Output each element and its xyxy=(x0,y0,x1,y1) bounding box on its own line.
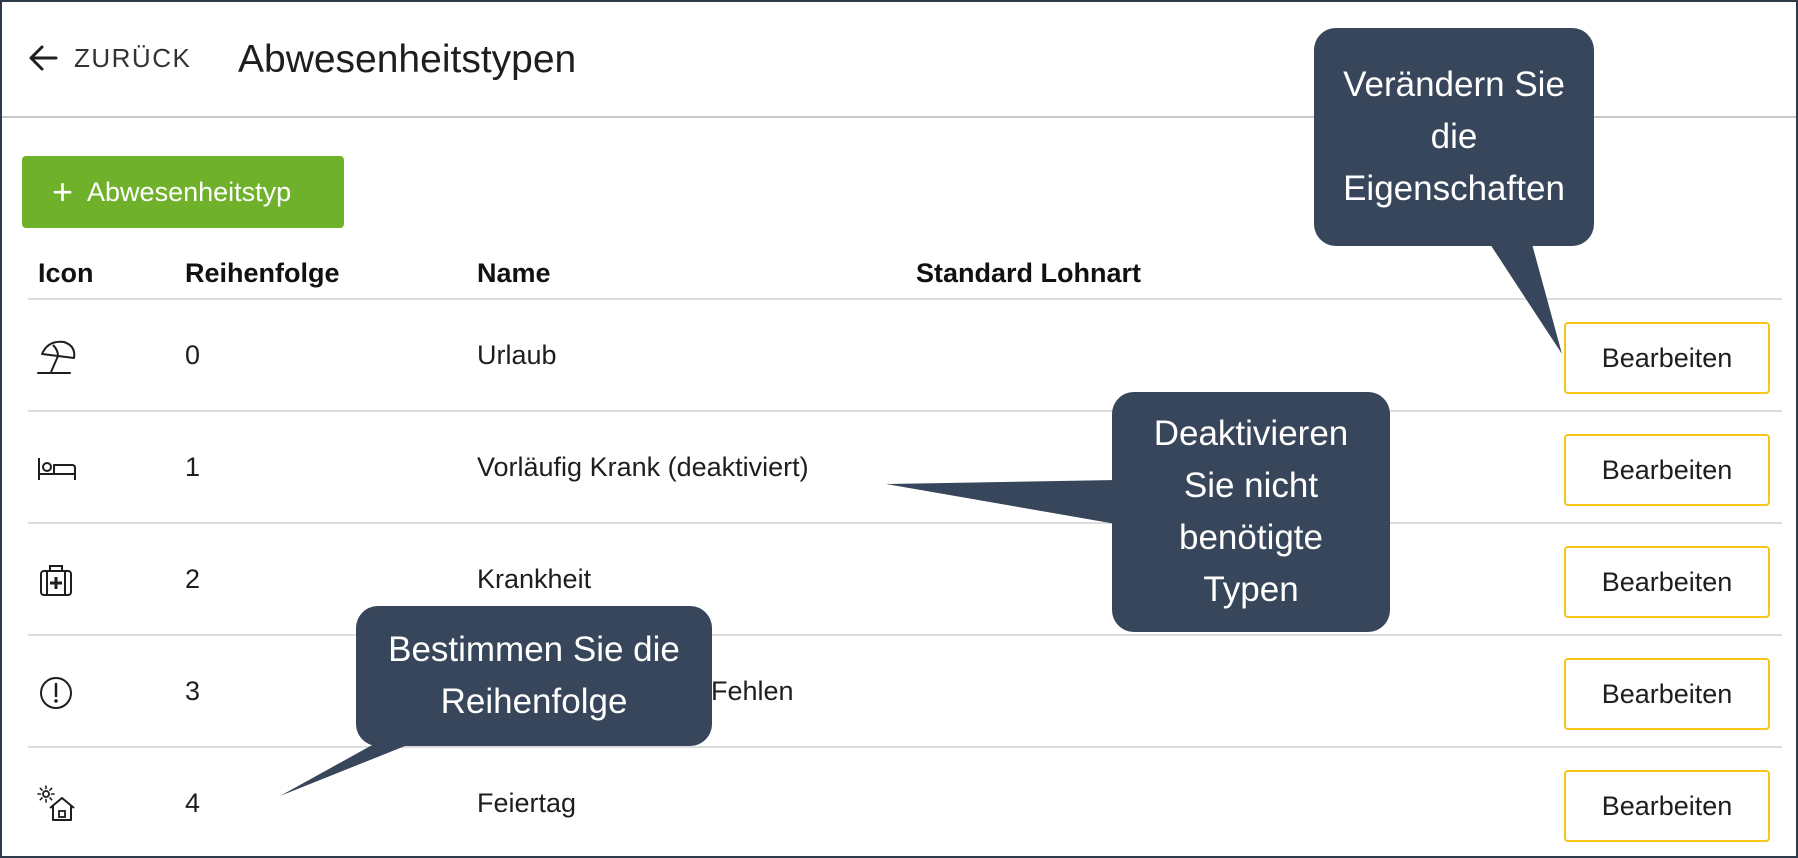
callout-set-order: Bestimmen Sie die Reihenfolge xyxy=(356,606,712,746)
column-header-icon: Icon xyxy=(38,258,94,288)
page-title: Abwesenheitstypen xyxy=(238,38,577,81)
arrow-left-icon xyxy=(29,45,58,71)
back-button[interactable]: ZURÜCK xyxy=(26,40,191,76)
row-order: 3 xyxy=(185,676,201,706)
callout-line: Bestimmen Sie die xyxy=(388,630,680,669)
table-row: 2 Krankheit Bearbeiten xyxy=(28,524,1782,636)
callout-line: Eigenschaften xyxy=(1343,169,1565,208)
table-row: 3 Fehlen Bearbeiten xyxy=(28,636,1782,748)
page-header: ZURÜCK Abwesenheitstypen xyxy=(2,2,1796,118)
table-row: 1 Vorläufig Krank (deaktiviert) Bearbeit… xyxy=(28,412,1782,524)
row-name: Krankheit xyxy=(477,564,592,594)
callout-edit-properties: Verändern Sie die Eigenschaften xyxy=(1314,28,1594,246)
callout-line: Reihenfolge xyxy=(440,682,628,721)
row-name: Vorläufig Krank (deaktiviert) xyxy=(477,452,809,482)
callout-line: Verändern Sie xyxy=(1343,65,1565,104)
row-order: 0 xyxy=(185,340,201,370)
row-order: 2 xyxy=(185,564,201,594)
callout-line: benötigte xyxy=(1178,518,1324,557)
sun-house-icon xyxy=(37,785,75,821)
edit-button[interactable]: Bearbeiten xyxy=(1564,770,1770,842)
add-button-label: Abwesenheitstyp xyxy=(87,176,292,207)
table-row: 4 Feiertag Bearbeiten xyxy=(28,748,1782,858)
row-name: Urlaub xyxy=(477,340,557,370)
add-absence-type-button[interactable]: + Abwesenheitstyp xyxy=(22,156,344,228)
callout-line: Sie nicht xyxy=(1183,466,1319,505)
back-label: ZURÜCK xyxy=(74,42,192,73)
edit-button[interactable]: Bearbeiten xyxy=(1564,658,1770,730)
callout-line: die xyxy=(1430,117,1478,156)
column-header-wage-type: Standard Lohnart xyxy=(916,258,1142,288)
callout-line: Deaktivieren xyxy=(1153,414,1349,453)
bed-icon xyxy=(38,458,76,480)
plus-icon: + xyxy=(52,171,74,212)
row-name: Fehlen xyxy=(711,676,794,706)
table-header: Icon Reihenfolge Name Standard Lohnart xyxy=(28,254,1782,300)
beach-umbrella-icon xyxy=(37,340,76,374)
table-row: 0 Urlaub Bearbeiten xyxy=(28,300,1782,412)
edit-button[interactable]: Bearbeiten xyxy=(1564,322,1770,394)
row-name: Feiertag xyxy=(477,788,577,818)
first-aid-kit-icon xyxy=(40,565,72,596)
callout-line: Typen xyxy=(1203,570,1299,609)
row-order: 1 xyxy=(185,452,201,482)
row-order: 4 xyxy=(185,788,201,818)
column-header-order: Reihenfolge xyxy=(185,258,340,288)
edit-button[interactable]: Bearbeiten xyxy=(1564,546,1770,618)
callout-deactivate-types: Deaktivieren Sie nicht benötigte Typen xyxy=(1112,392,1390,632)
column-header-name: Name xyxy=(477,258,551,288)
exclamation-circle-icon xyxy=(40,677,72,709)
edit-button[interactable]: Bearbeiten xyxy=(1564,434,1770,506)
